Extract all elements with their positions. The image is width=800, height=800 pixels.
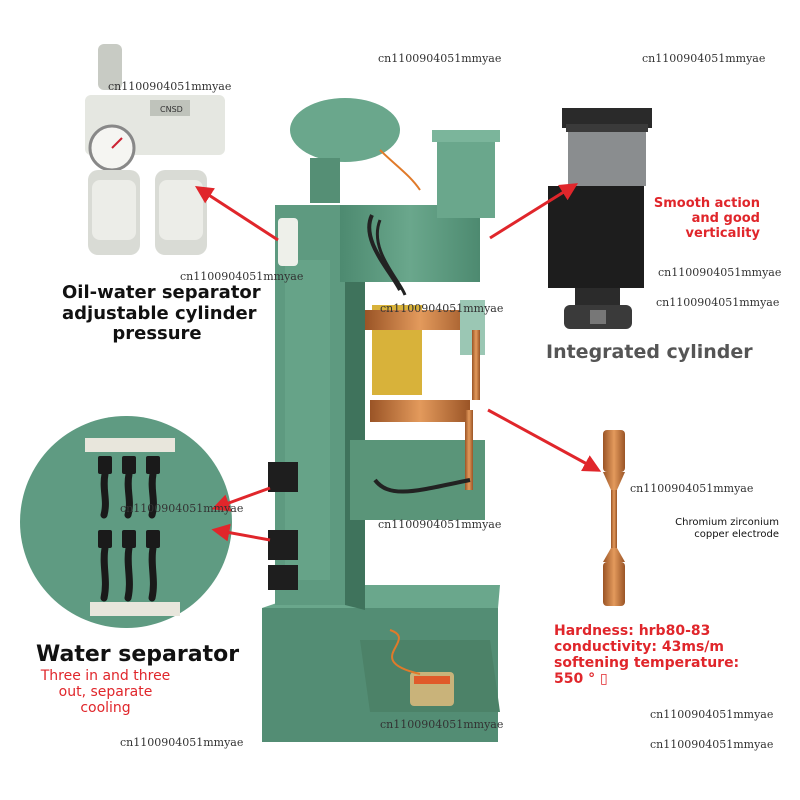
watermark: cn1100904051mmyae <box>380 302 504 315</box>
spec-softening-value: 550 ° ▯ <box>554 671 608 688</box>
watermark: cn1100904051mmyae <box>656 296 780 309</box>
integrated-cylinder-label: Integrated cylinder <box>546 341 753 363</box>
arrow-water-sep-2 <box>211 523 271 542</box>
callout-arrows <box>194 183 602 542</box>
smooth-line-2: and good <box>691 210 760 226</box>
watermark: cn1100904051mmyae <box>120 502 244 515</box>
water-separator-detail-circle <box>20 416 232 628</box>
spec-hardness: Hardness: hrb80-83 <box>554 623 711 639</box>
copper-electrode-image <box>603 430 625 606</box>
electrode-line-2: copper electrode <box>694 528 779 540</box>
watermark: cn1100904051mmyae <box>630 482 754 495</box>
arrow-cylinder <box>489 183 579 240</box>
cylinder-feature-label: Smooth action and good verticality <box>645 196 760 242</box>
watermark: cn1100904051mmyae <box>650 708 774 721</box>
water-separator-title: Water separator <box>36 642 240 667</box>
watermark: cn1100904051mmyae <box>378 52 502 65</box>
oil-water-line-2: adjustable cylinder <box>62 302 257 324</box>
watermark: cn1100904051mmyae <box>650 738 774 751</box>
spec-conductivity: conductivity: 43ms/m <box>554 639 724 656</box>
watermark: cn1100904051mmyae <box>658 266 782 279</box>
oil-water-line-1: Oil-water separator <box>62 282 261 303</box>
spot-welding-machine <box>262 98 500 742</box>
electrode-specs: Hardness: hrb80-83 conductivity: 43ms/m … <box>554 623 739 687</box>
water-sep-line-3: cooling <box>80 700 131 717</box>
oil-water-separator-label: Oil-water separator adjustable cylinder … <box>62 282 261 345</box>
electrode-line-1: Chromium zirconium <box>675 517 779 528</box>
water-separator-desc: Three in and three out, separate cooling <box>28 668 183 716</box>
watermark: cn1100904051mmyae <box>642 52 766 65</box>
arrow-water-sep-1 <box>211 486 271 512</box>
oil-water-line-3: pressure <box>112 323 202 345</box>
oil-water-separator-image: CNSD <box>85 44 225 255</box>
watermark: cn1100904051mmyae <box>180 270 304 283</box>
gauge-brand: CNSD <box>160 105 183 114</box>
electrode-label: Chromium zirconium copper electrode <box>655 517 779 540</box>
smooth-line-3: verticality <box>685 225 760 241</box>
arrow-electrode <box>487 408 602 472</box>
integrated-cylinder-image <box>548 108 652 329</box>
watermark: cn1100904051mmyae <box>380 718 504 731</box>
spec-softening: softening temperature: <box>554 655 740 672</box>
arrow-oil-water <box>194 186 279 242</box>
watermark: cn1100904051mmyae <box>378 518 502 531</box>
water-sep-line-2: out, separate <box>58 684 153 701</box>
smooth-line-1: Smooth action <box>653 196 760 211</box>
watermark: cn1100904051mmyae <box>108 80 232 93</box>
watermark: cn1100904051mmyae <box>120 736 244 749</box>
water-sep-line-1: Three in and three <box>40 668 171 684</box>
